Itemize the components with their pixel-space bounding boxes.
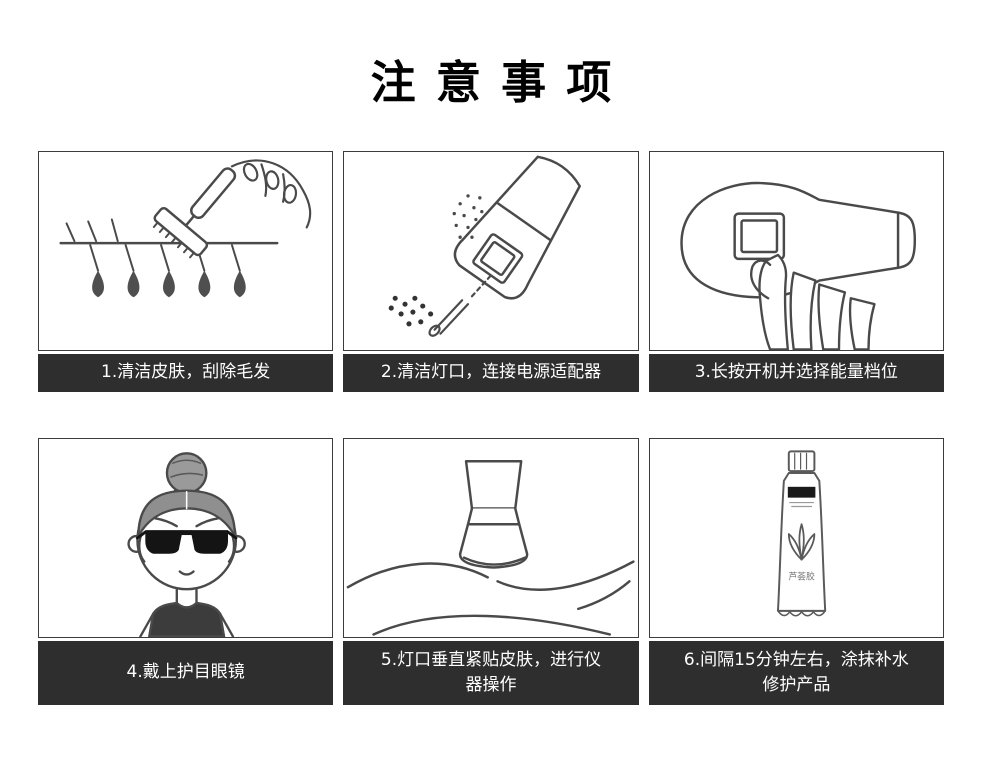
steps-grid: 1.清洁皮肤，刮除毛发 <box>0 151 982 705</box>
vent-dots <box>452 194 484 239</box>
step-caption-4: 4.戴上护目眼镜 <box>38 641 334 705</box>
product-label: 芦荟胶 <box>788 570 815 582</box>
neck <box>175 587 198 605</box>
device-top-view <box>679 181 916 299</box>
ipl-device-icon <box>454 155 582 300</box>
step-5-illustration <box>343 438 639 638</box>
hair-drops <box>92 270 246 298</box>
step-panel-3: 3.长按开机并选择能量档位 <box>648 151 944 392</box>
step-caption-2: 2.清洁灯口，连接电源适配器 <box>343 354 639 392</box>
tank-top <box>148 601 226 637</box>
razor-shaving-icon <box>59 159 312 298</box>
device-head-icon <box>459 459 529 569</box>
hand-icon <box>230 159 312 229</box>
power-press-icon <box>679 181 916 350</box>
step-panel-5: 5.灯口垂直紧贴皮肤，进行仪器操作 <box>343 438 639 705</box>
eyebrows <box>153 517 220 528</box>
step-1-illustration <box>38 151 334 351</box>
aftercare-tube-icon: 芦荟胶 <box>776 450 826 617</box>
step-4-illustration <box>38 438 334 638</box>
step-caption-6: 6.间隔15分钟左右，涂抹补水修护产品 <box>648 641 944 705</box>
razor-icon <box>152 167 237 259</box>
step-3-illustration <box>648 151 944 351</box>
sunglasses-icon <box>135 530 238 554</box>
skin-curve-lower <box>372 614 612 636</box>
device-cleaning-icon <box>389 155 582 337</box>
step-panel-1: 1.清洁皮肤，刮除毛发 <box>38 151 334 392</box>
step-6-illustration: 芦荟胶 <box>648 438 944 638</box>
step-panel-2: 2.清洁灯口，连接电源适配器 <box>343 151 639 392</box>
power-button <box>733 212 785 261</box>
step-2-illustration <box>343 151 639 351</box>
skin-curve-left <box>347 562 490 589</box>
hair <box>137 489 237 538</box>
aloe-leaf-icon <box>787 523 815 561</box>
skin-curve-right <box>496 560 635 591</box>
vent-dots-dense <box>389 295 434 327</box>
tube-crimp <box>776 610 826 617</box>
goggles-girl-icon <box>127 452 246 637</box>
step-panel-6: 芦荟胶 6.间隔15分钟左右，涂抹补水修护产品 <box>648 438 944 705</box>
tube-cap <box>787 450 816 473</box>
device-on-skin-icon <box>347 459 635 636</box>
step-panel-4: 4.戴上护目眼镜 <box>38 438 334 705</box>
step-caption-5: 5.灯口垂直紧贴皮肤，进行仪器操作 <box>343 641 639 705</box>
cleaning-swab-icon <box>428 273 494 337</box>
pressing-hand-icon <box>749 253 876 350</box>
step-caption-1: 1.清洁皮肤，刮除毛发 <box>38 354 334 392</box>
step-caption-3: 3.长按开机并选择能量档位 <box>648 354 944 392</box>
smile <box>178 570 195 576</box>
page-title: 注意事项 <box>370 56 632 109</box>
brand-block <box>787 486 816 498</box>
